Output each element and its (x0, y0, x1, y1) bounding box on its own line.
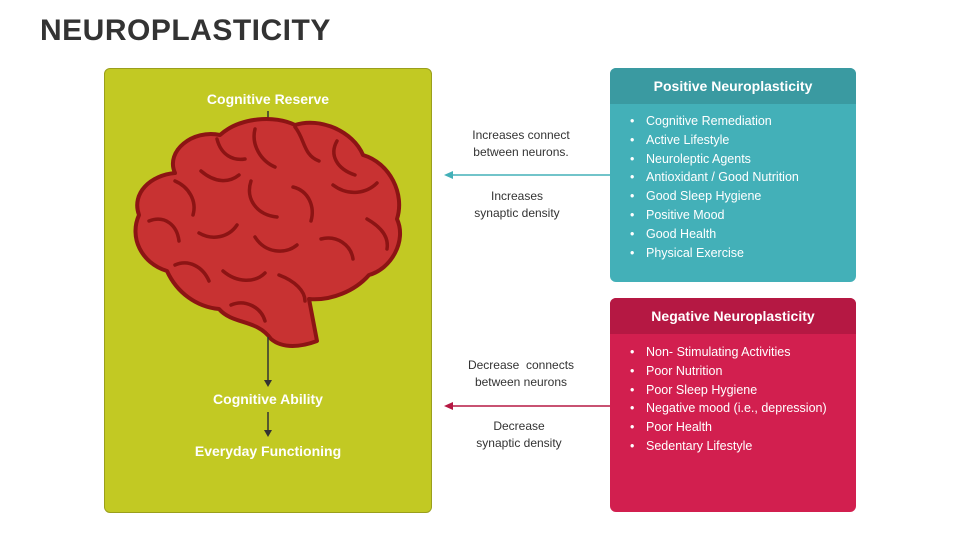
list-item: Negative mood (i.e., depression) (630, 399, 856, 418)
positive-density-note: Increases synaptic density (427, 188, 607, 222)
negative-neuroplasticity-box: Negative Neuroplasticity Non- Stimulatin… (610, 298, 856, 512)
note-line: synaptic density (474, 206, 560, 220)
list-item: Poor Sleep Hygiene (630, 381, 856, 400)
list-item: Active Lifestyle (630, 131, 856, 150)
list-item: Neuroleptic Agents (630, 150, 856, 169)
note-line: between neurons. (473, 145, 569, 159)
positive-connect-note: Increases connect between neurons. (431, 127, 611, 161)
list-item: Cognitive Remediation (630, 112, 856, 131)
positive-list: Cognitive Remediation Active Lifestyle N… (610, 112, 856, 262)
list-item: Good Health (630, 225, 856, 244)
positive-header: Positive Neuroplasticity (610, 68, 856, 104)
note-line: Increases connect (472, 128, 570, 142)
negative-header: Negative Neuroplasticity (610, 298, 856, 334)
list-item: Sedentary Lifestyle (630, 437, 856, 456)
list-item: Physical Exercise (630, 244, 856, 263)
brain-icon (133, 111, 403, 437)
cognitive-ability-label: Cognitive Ability (213, 391, 323, 407)
cognitive-reserve-panel: Cognitive Reserve Cognit (104, 68, 432, 513)
negative-connect-note: Decrease connects between neurons (431, 357, 611, 391)
list-item: Poor Nutrition (630, 362, 856, 381)
note-line: synaptic density (476, 436, 562, 450)
note-line: Decrease (493, 419, 545, 433)
list-item: Poor Health (630, 418, 856, 437)
positive-arrowhead (444, 171, 453, 179)
negative-list: Non- Stimulating Activities Poor Nutriti… (610, 343, 856, 456)
everyday-functioning-label: Everyday Functioning (194, 443, 342, 459)
positive-neuroplasticity-box: Positive Neuroplasticity Cognitive Remed… (610, 68, 856, 282)
list-item: Non- Stimulating Activities (630, 343, 856, 362)
list-item: Good Sleep Hygiene (630, 187, 856, 206)
cognitive-reserve-label: Cognitive Reserve (206, 91, 330, 107)
list-item: Positive Mood (630, 206, 856, 225)
note-line: Increases (490, 189, 544, 203)
list-item: Antioxidant / Good Nutrition (630, 168, 856, 187)
negative-arrowhead (444, 402, 453, 410)
note-line: between neurons (474, 375, 568, 389)
negative-density-note: Decrease synaptic density (429, 418, 609, 452)
page-title: NEUROPLASTICITY (40, 14, 331, 47)
note-line: Decrease connects (467, 358, 575, 372)
